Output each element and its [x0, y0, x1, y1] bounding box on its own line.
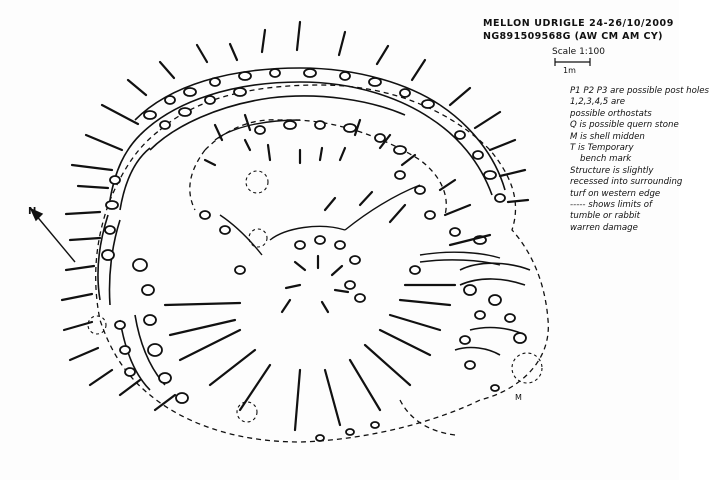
- legend-line: M is shell midden: [570, 131, 645, 142]
- legend-line: T is Temporary: [570, 143, 634, 154]
- legend-line: recessed into surrounding: [570, 177, 683, 188]
- inner-ring-stones: [214, 119, 501, 266]
- tumble-circles: [87, 170, 543, 423]
- scale-text: Scale 1:100: [552, 47, 606, 57]
- legend-line: ----- shows limits of: [570, 200, 653, 211]
- site-title-line: MELLON UDRIGLE 24-26/10/2009: [483, 18, 674, 29]
- legend-line: turf on western edge: [570, 188, 661, 199]
- legend-line: P1 P2 P3 are possible post holes: [570, 86, 709, 96]
- legend-line: Structure is slightly: [570, 165, 654, 176]
- scale-bar-label: 1m: [563, 66, 576, 75]
- legend-line: possible orthostats: [570, 108, 652, 119]
- legend-line: tumble or rabbit: [570, 211, 641, 222]
- survey-sheet: N M MELLON UDRIGLE 24-26/10/2009 NG89150…: [28, 18, 709, 443]
- wall-stone-blocks: [101, 68, 527, 442]
- north-label: N: [28, 206, 36, 217]
- scale-bar: [554, 58, 591, 66]
- legend-line: 1,2,3,4,5 are: [570, 97, 626, 108]
- legend-line: bench mark: [580, 154, 632, 165]
- outer-dashed-boundary: [95, 84, 549, 443]
- north-arrow: [29, 207, 76, 263]
- site-title: MELLON UDRIGLE: [483, 18, 586, 29]
- legend-line: Q is possible quern stone: [570, 120, 679, 131]
- hachure-slope-marks: [60, 20, 530, 432]
- survey-dates: 24-26/10/2009: [589, 18, 674, 29]
- grid-ref: NG891509568G: [483, 31, 571, 42]
- midden-label: M: [515, 393, 522, 402]
- grid-reference-line: NG891509568G (AW CM AM CY): [483, 31, 663, 42]
- legend-line: warren damage: [570, 222, 638, 233]
- site-plan: N M: [28, 20, 591, 443]
- surveyor-initials: (AW CM AM CY): [574, 31, 663, 42]
